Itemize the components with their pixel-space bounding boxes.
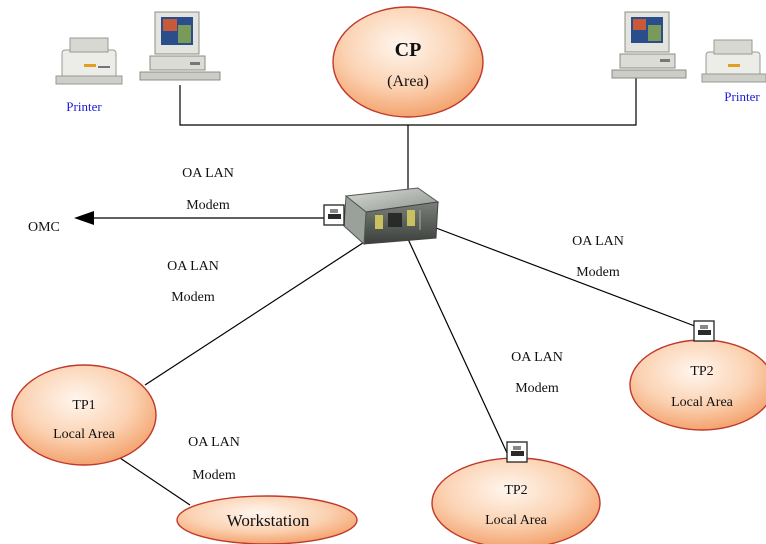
tp1-subtitle: Local Area: [53, 427, 116, 442]
tp2-bottom-subtitle: Local Area: [485, 513, 548, 528]
tp1-node[interactable]: TP1 Local Area: [11, 364, 157, 466]
tp1-link-line1: OA LAN: [167, 259, 219, 274]
tp2-right-node[interactable]: TP2 Local Area: [629, 339, 766, 431]
tp2-bottom-link-line2: Modem: [515, 381, 559, 396]
cp-title: CP: [395, 39, 422, 61]
workstation-node[interactable]: Workstation: [176, 495, 358, 544]
tp2-bottom-modem-icon[interactable]: [506, 441, 528, 463]
hub-to-tp2-right-line: [414, 219, 701, 329]
tp1-title: TP1: [72, 398, 95, 413]
tp1-link-line2: Modem: [171, 290, 215, 305]
cp-subtitle: (Area): [387, 73, 429, 90]
workstation-ellipse: [176, 495, 358, 544]
workstation-label: Workstation: [227, 511, 310, 530]
cp-ellipse: [332, 6, 484, 118]
tp2-bottom-link-line1: OA LAN: [511, 350, 563, 365]
tp2-bottom-ellipse: [431, 457, 601, 544]
omc-label: OMC: [28, 220, 60, 235]
tp2-bottom-node[interactable]: TP2 Local Area: [431, 457, 601, 544]
tp1-ellipse: [11, 364, 157, 466]
right-computer-icon[interactable]: [611, 11, 687, 79]
right-printer-icon[interactable]: [701, 39, 766, 83]
left-printer-icon[interactable]: [55, 37, 123, 85]
right-printer-label: Printer: [724, 89, 760, 104]
tp2-bottom-title: TP2: [504, 483, 527, 498]
connection-lines: [92, 78, 701, 506]
workstation-link-line2: Modem: [192, 468, 236, 483]
workstation-link-line1: OA LAN: [188, 435, 240, 450]
hub-modem-icon[interactable]: [323, 204, 345, 226]
tp2-right-ellipse: [629, 339, 766, 431]
left-printer-label: Printer: [66, 99, 102, 114]
tp2-right-modem-icon[interactable]: [693, 320, 715, 342]
central-hub-icon[interactable]: [343, 187, 440, 246]
omc-link-line1: OA LAN: [182, 166, 234, 181]
tp2-right-subtitle: Local Area: [671, 395, 734, 410]
omc-link-line2: Modem: [186, 198, 230, 213]
cp-node[interactable]: CP (Area): [332, 6, 484, 118]
left-computer-icon[interactable]: [139, 11, 221, 81]
hub-to-tp2-bottom-line: [401, 225, 509, 456]
tp2-right-title: TP2: [690, 364, 713, 379]
tp2-right-link-line2: Modem: [576, 265, 620, 280]
tp2-right-link-line1: OA LAN: [572, 234, 624, 249]
tp1-to-workstation-line: [119, 457, 191, 506]
omc-arrow-icon: [74, 211, 94, 225]
hub-to-tp1-line: [144, 221, 396, 386]
